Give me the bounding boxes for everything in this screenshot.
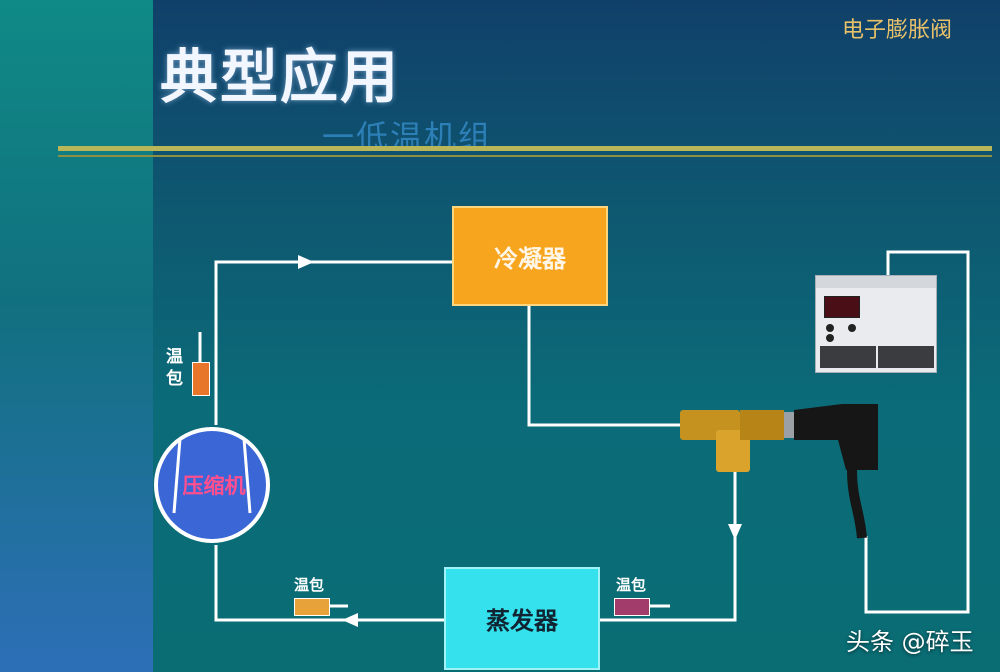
pipe-compressor-to-condenser (214, 260, 452, 425)
pipe-valve-to-evaporator (600, 472, 737, 622)
electronic-expansion-valve-icon (680, 404, 878, 539)
controller-knob (826, 324, 834, 332)
pipe-condenser-to-valve (527, 306, 682, 427)
bulb-label-suction: 温包 (166, 347, 183, 389)
evaporator-box: 蒸发器 (444, 567, 600, 670)
condenser-label: 冷凝器 (494, 244, 566, 273)
controller-label-strip (816, 276, 936, 288)
title-rule (58, 146, 992, 151)
compressor-label: 压缩机 (182, 474, 246, 498)
evaporator-label: 蒸发器 (486, 607, 558, 635)
title-rule-shadow (58, 155, 992, 157)
condenser-box: 冷凝器 (452, 206, 608, 306)
slide-title: 典型应用 (160, 43, 401, 111)
controller-unit-icon (815, 275, 937, 373)
temp-bulb-bottom-right (614, 598, 650, 616)
watermark: 头条 @碎玉 (846, 628, 974, 656)
controller-relay (820, 346, 876, 368)
temp-bulb-bottom-left (294, 598, 330, 616)
controller-knob (848, 324, 856, 332)
controller-wire (864, 250, 970, 614)
controller-display (824, 296, 860, 318)
bulb-label-bottom-right: 温包 (616, 576, 647, 594)
controller-knob (826, 334, 834, 342)
corner-label: 电子膨胀阀 (842, 18, 953, 43)
temp-bulb-suction (192, 362, 210, 396)
flow-arrow-icon (298, 255, 314, 269)
flow-arrow-icon (728, 524, 742, 540)
bulb-label-bottom-left: 温包 (294, 576, 325, 594)
compressor-symbol (154, 427, 270, 543)
controller-relay (878, 346, 934, 368)
flow-arrow-icon (342, 613, 358, 627)
left-color-band (0, 0, 153, 672)
pipe-evaporator-to-compressor (214, 545, 444, 622)
